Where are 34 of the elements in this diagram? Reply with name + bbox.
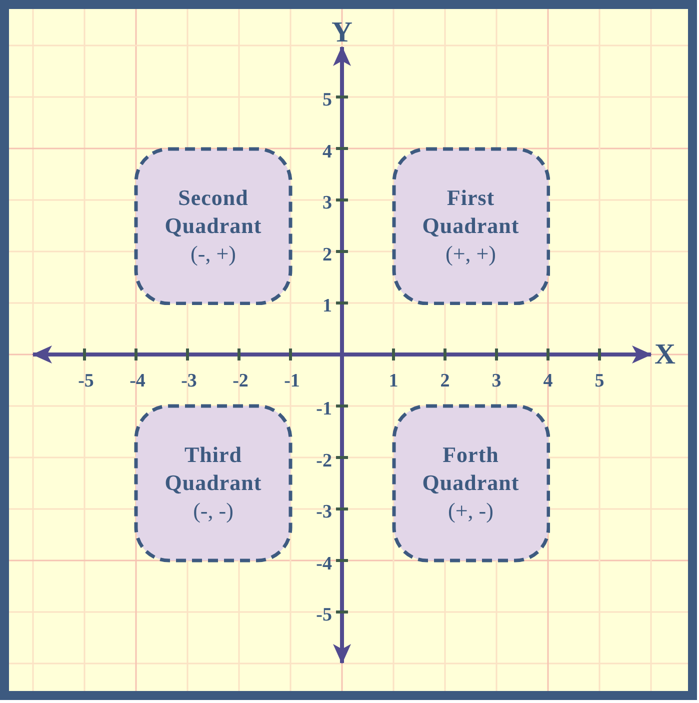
tick-label: 2	[440, 372, 450, 390]
tick-label: 2	[322, 245, 332, 264]
quadrant-name: Forth Quadrant	[421, 441, 520, 498]
tick-label: -4	[130, 372, 146, 390]
tick-label: 1	[322, 296, 332, 316]
sign-pair: (+, -)	[448, 497, 494, 526]
sign-pair: (-, +)	[190, 240, 236, 268]
tick-label: -3	[181, 372, 197, 390]
tick-label: 5	[322, 90, 332, 110]
tick-label: 5	[594, 372, 604, 390]
quadrant-name: Third Quadrant	[164, 441, 263, 498]
quadrant-name: Second Quadrant	[164, 184, 263, 240]
quadrant-name: First Quadrant	[421, 184, 520, 240]
quadrant-box	[392, 146, 550, 305]
tick-label: -3	[316, 502, 332, 522]
sign-pair: (-, -)	[193, 497, 234, 526]
quadrant-box	[134, 404, 292, 562]
quadrant-box	[392, 404, 550, 562]
tick-label: 4	[322, 142, 332, 161]
tick-label: -5	[316, 606, 332, 624]
tick-label: -2	[316, 451, 332, 470]
axis-label: Y	[332, 18, 352, 48]
tick-label: -5	[78, 372, 94, 390]
sign-pair: (+, +)	[446, 240, 496, 268]
tick-label: 4	[543, 372, 553, 390]
tick-label: -4	[316, 554, 332, 573]
quadrant-box	[134, 146, 292, 305]
tick-label: 3	[322, 194, 332, 212]
axis-label: X	[654, 340, 676, 370]
tick-label: -1	[316, 400, 332, 418]
tick-label: -2	[232, 372, 248, 390]
tick-label: 3	[492, 372, 502, 390]
tick-label: -1	[284, 372, 300, 390]
tick-label: 1	[388, 372, 398, 390]
